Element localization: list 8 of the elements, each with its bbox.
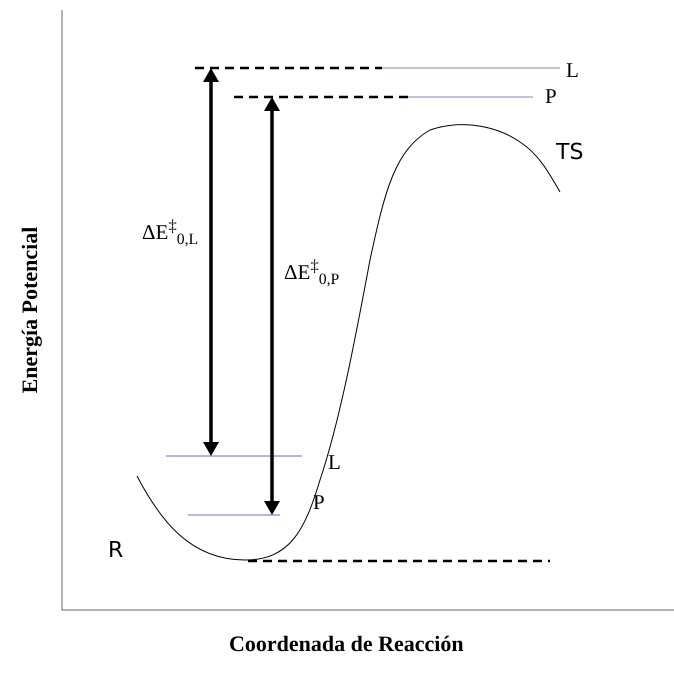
axis-title: Coordenada de Reacción	[229, 633, 464, 655]
axis-title: Energía Potencial	[19, 226, 41, 394]
level-label: P	[545, 86, 557, 107]
level-label: P	[313, 492, 325, 513]
level-label: L	[566, 60, 579, 81]
state-label: R	[108, 540, 124, 562]
level-label: L	[328, 452, 341, 473]
state-label: TS	[556, 142, 584, 164]
